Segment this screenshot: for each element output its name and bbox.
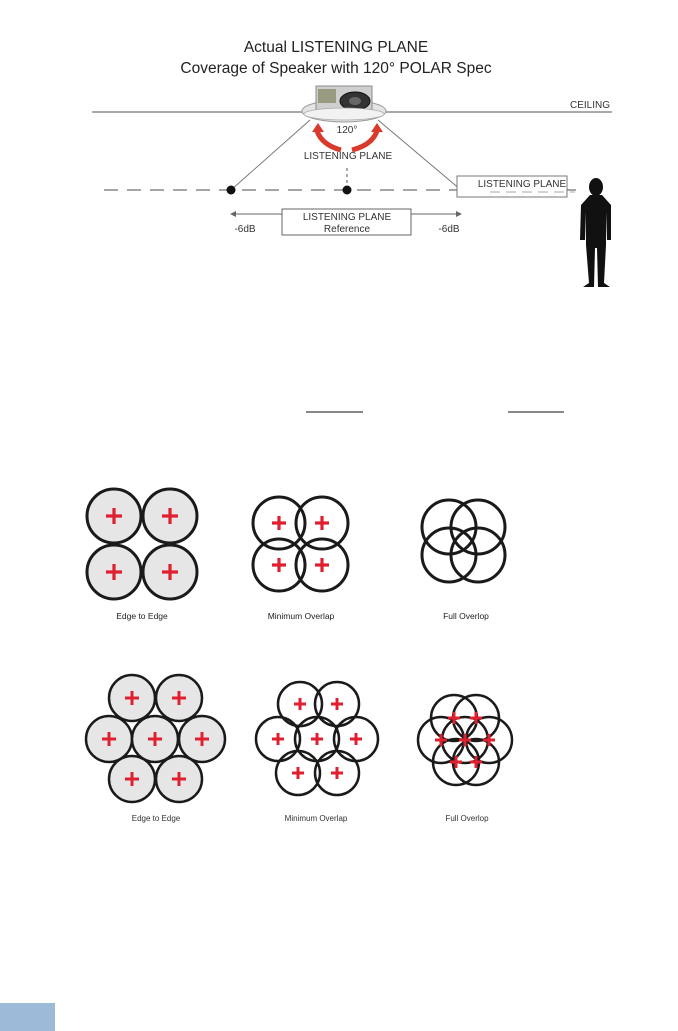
caption-square-edge-to-edge: Edge to Edge [116,611,168,621]
speaker-plus-icon [102,732,116,746]
caption-hex-edge-to-edge: Edge to Edge [132,814,181,823]
plane-point-center [342,185,352,195]
speaker-plus-icon [435,734,447,746]
pattern-square-minimum-overlap [251,495,350,593]
listening-plane-box-label: LISTENING PLANE [478,179,567,190]
pattern-hex-full-overlap [416,693,514,787]
speaker-coverage-circle [420,526,478,584]
ref-arrow-right-head [456,211,462,217]
speaker-coverage-circle [449,526,507,584]
speaker-coverage-circle [294,537,350,593]
reference-box-line1: LISTENING PLANE [303,212,392,223]
speaker-plus-icon [272,558,286,572]
angle-label: 120° [337,125,358,136]
speaker-coverage-circle [251,537,307,593]
diagram-title-line2: Coverage of Speaker with 120° POLAR Spec [180,60,491,77]
speaker-plus-icon [294,698,306,710]
ref-arrow-left-head [230,211,236,217]
caption-square-full-overlap: Full Overlop [443,611,489,621]
speaker-plus-icon [470,712,482,724]
speaker-coverage-circle [274,749,322,797]
caption-hex-minimum-overlap: Minimum Overlap [285,814,348,823]
speaker-plus-icon [448,712,460,724]
plane-point-left [226,185,236,195]
caption-hex-full-overlap: Full Overlop [445,814,489,823]
speaker-plus-icon [315,558,329,572]
person-silhouette-icon [580,178,611,287]
speaker-plus-icon [125,691,139,705]
angle-arrows [312,123,383,153]
speaker-plus-icon [272,733,284,745]
listening-plane-label: LISTENING PLANE [304,151,393,162]
speaker-plus-icon [272,516,286,530]
ceiling-label: CEILING [570,100,610,111]
speaker-plus-icon [450,756,462,768]
right-db-label: -6dB [438,224,459,235]
speaker-icon [301,85,387,123]
speaker-plus-icon [459,734,471,746]
pattern-square-full-overlap [420,498,507,584]
speaker-plus-icon [148,732,162,746]
speaker-coverage-circle [313,749,361,797]
speaker-plus-icon [172,772,186,786]
coverage-line-right [377,119,462,191]
speaker-plus-icon [195,732,209,746]
speaker-coverage-circle [251,495,307,551]
left-db-label: -6dB [234,224,255,235]
speaker-plus-icon [331,767,343,779]
speaker-plus-icon [350,733,362,745]
speaker-coverage-circle [294,495,350,551]
speaker-plus-icon [292,767,304,779]
speaker-plus-icon [172,691,186,705]
speaker-plus-icon [162,508,178,524]
speaker-plus-icon [470,756,482,768]
page-tab [0,1003,55,1031]
speaker-plus-icon [106,508,122,524]
pattern-hex-edge-to-edge [84,673,227,804]
speaker-plus-icon [331,698,343,710]
pattern-hex-minimum-overlap [254,680,380,797]
caption-square-minimum-overlap: Minimum Overlap [268,611,335,621]
reference-box-line2: Reference [324,224,371,235]
speaker-plus-icon [162,564,178,580]
speaker-coverage-circle [254,715,302,763]
speaker-plus-icon [315,516,329,530]
pattern-square-edge-to-edge [85,487,199,601]
speaker-plus-icon [311,733,323,745]
coverage-line-left [230,119,311,191]
speaker-plus-icon [106,564,122,580]
reference-box [281,208,412,236]
speaker-plus-icon [483,734,495,746]
speaker-plus-icon [125,772,139,786]
diagram-title-line1: Actual LISTENING PLANE [244,39,428,56]
